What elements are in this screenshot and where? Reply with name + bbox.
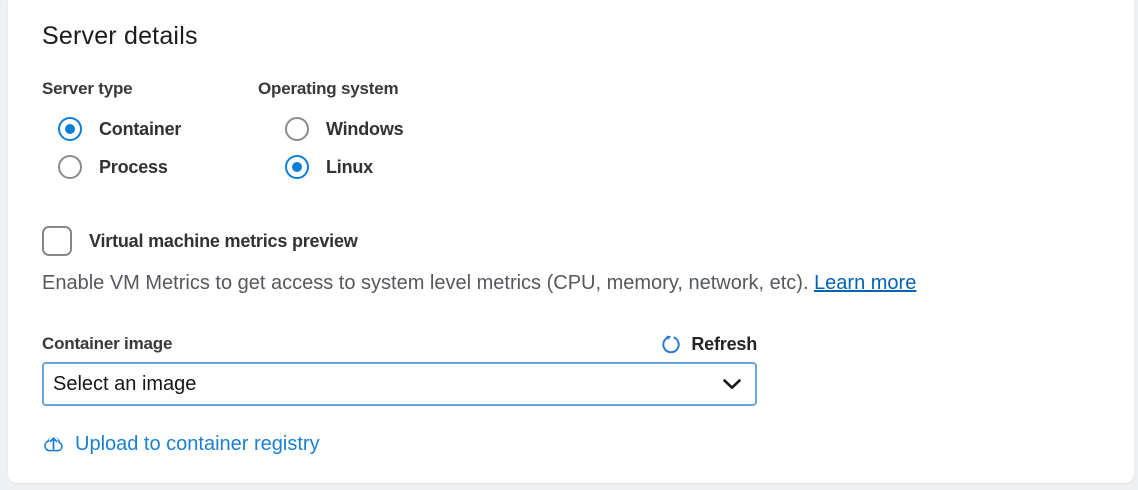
vm-metrics-checkbox-row[interactable]: Virtual machine metrics preview (42, 226, 1100, 256)
server-type-group: Server type Container Process (42, 78, 258, 179)
container-image-field-header: Container image Refresh (42, 333, 757, 355)
learn-more-link[interactable]: Learn more (814, 272, 917, 294)
radio-option-label: Process (99, 156, 168, 177)
radio-option-linux[interactable]: Linux (285, 155, 403, 179)
upload-to-registry-link[interactable]: Upload to container registry (42, 433, 320, 456)
operating-system-label: Operating system (258, 79, 399, 98)
container-image-select-value: Select an image (53, 372, 197, 395)
radio-icon[interactable] (58, 117, 82, 141)
vm-metrics-description: Enable VM Metrics to get access to syste… (42, 271, 1100, 295)
server-type-options: Container Process (42, 117, 258, 179)
vm-metrics-checkbox[interactable] (42, 226, 72, 256)
refresh-button[interactable]: Refresh (660, 333, 757, 355)
radio-option-label: Linux (326, 156, 373, 177)
container-image-label: Container image (42, 334, 173, 353)
radio-option-label: Container (99, 118, 182, 139)
radio-option-process[interactable]: Process (58, 155, 258, 179)
operating-system-group: Operating system Windows Linux (258, 78, 404, 179)
operating-system-options: Windows Linux (258, 117, 404, 179)
server-details-card: Server details Server type Container Pro… (8, 0, 1134, 483)
server-type-label: Server type (42, 79, 133, 98)
radio-option-container[interactable]: Container (58, 117, 258, 141)
section-heading: Server details (42, 22, 198, 50)
refresh-icon (660, 333, 682, 355)
container-image-select[interactable]: Select an image (42, 362, 757, 406)
upload-to-registry-label: Upload to container registry (75, 433, 320, 455)
radio-icon[interactable] (285, 155, 309, 179)
cloud-upload-icon (42, 434, 65, 455)
vm-metrics-description-text: Enable VM Metrics to get access to syste… (42, 272, 815, 294)
chevron-down-icon (723, 378, 741, 390)
radio-icon[interactable] (58, 155, 82, 179)
radio-option-label: Windows (326, 118, 404, 139)
vm-metrics-checkbox-label: Virtual machine metrics preview (89, 230, 358, 251)
radio-option-windows[interactable]: Windows (285, 117, 404, 141)
refresh-button-label: Refresh (691, 333, 757, 354)
radio-icon[interactable] (285, 117, 309, 141)
radio-groups-row: Server type Container Process Operating … (42, 78, 1100, 179)
